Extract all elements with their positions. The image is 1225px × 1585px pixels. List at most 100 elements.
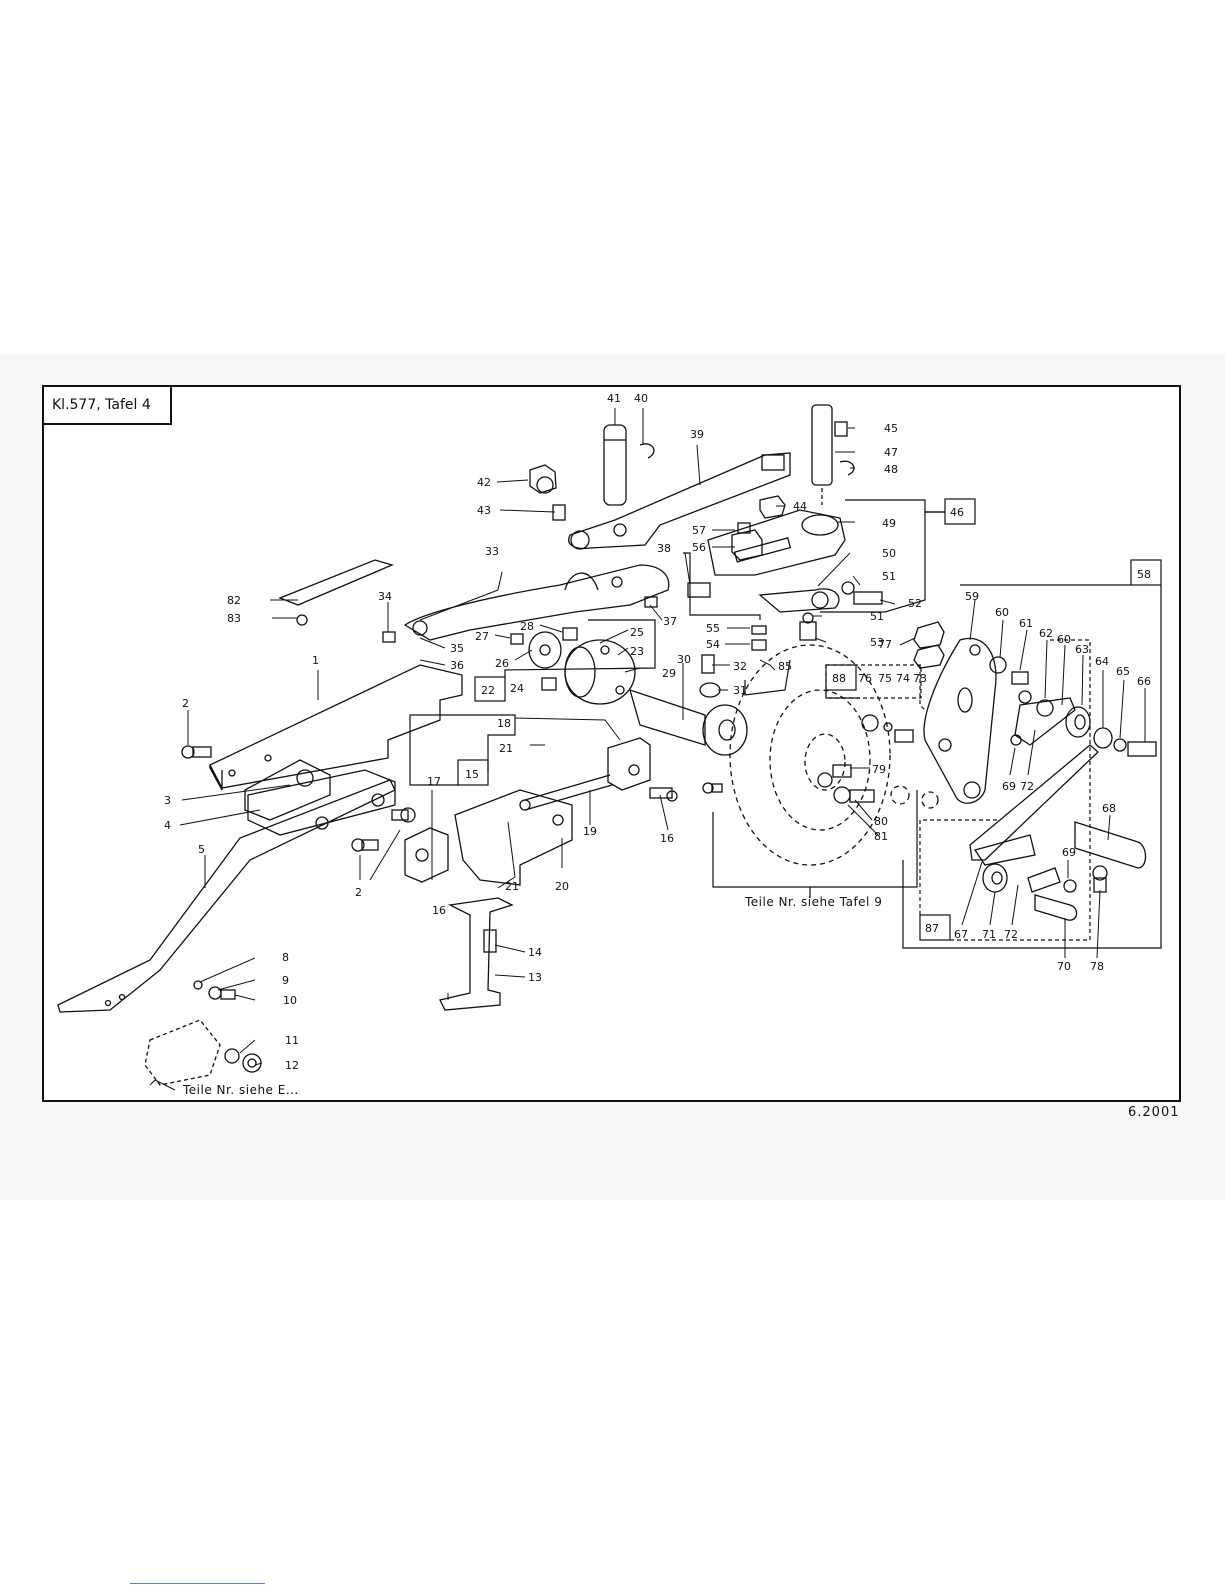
part-roller-63 — [1065, 706, 1091, 738]
label-18: 18 — [497, 717, 511, 730]
part-numbers: 1 2 2 3 4 5 8 9 10 11 12 13 14 15 16 16 … — [164, 392, 1151, 1097]
label-45: 45 — [884, 422, 898, 435]
label-1: 1 — [312, 654, 319, 667]
label-42: 42 — [477, 476, 491, 489]
label-16-left: 16 — [432, 904, 446, 917]
part-screw-45 — [834, 421, 848, 437]
label-56: 56 — [692, 541, 706, 554]
label-72-top: 72 — [1020, 780, 1034, 793]
part-block-44 — [759, 495, 786, 519]
label-57: 57 — [692, 524, 706, 537]
label-33: 33 — [485, 545, 499, 558]
label-26: 26 — [495, 657, 509, 670]
part-screws-11-12 — [224, 1048, 262, 1073]
label-58: 58 — [1137, 568, 1151, 581]
label-79: 79 — [872, 763, 886, 776]
label-78: 78 — [1090, 960, 1104, 973]
label-27: 27 — [475, 630, 489, 643]
note-tafel9: Teile Nr. siehe Tafel 9 — [744, 895, 882, 909]
label-75: 75 — [878, 672, 892, 685]
part-bracket-13 — [439, 897, 514, 1011]
label-25: 25 — [630, 626, 644, 639]
part-collar-26 — [528, 631, 562, 669]
part-spring-43 — [552, 504, 566, 521]
label-60-left: 60 — [995, 606, 1009, 619]
part-plate-59 — [923, 637, 997, 804]
part-screw-69 — [1010, 734, 1077, 893]
label-31: 31 — [733, 684, 747, 697]
label-38: 38 — [657, 542, 671, 555]
part-block-3 — [244, 759, 331, 821]
label-54: 54 — [706, 638, 720, 651]
label-67: 67 — [954, 928, 968, 941]
label-30: 30 — [677, 653, 691, 666]
label-2-bottom: 2 — [355, 886, 362, 899]
label-39: 39 — [690, 428, 704, 441]
label-81: 81 — [874, 830, 888, 843]
label-20: 20 — [555, 880, 569, 893]
label-15: 15 — [465, 768, 479, 781]
label-68: 68 — [1102, 802, 1116, 815]
part-block-77 — [913, 621, 945, 669]
label-4: 4 — [164, 819, 171, 832]
label-69-bottom: 69 — [1062, 846, 1076, 859]
part-nut-42 — [529, 464, 557, 494]
label-12: 12 — [285, 1059, 299, 1072]
part-screw-52 — [841, 581, 883, 605]
label-61: 61 — [1019, 617, 1033, 630]
part-arm-50 — [758, 588, 840, 613]
label-52: 52 — [908, 597, 922, 610]
label-50: 50 — [882, 547, 896, 560]
part-foot-dashed — [144, 1019, 221, 1086]
label-17: 17 — [427, 775, 441, 788]
part-clip-48 — [839, 460, 855, 476]
label-24: 24 — [510, 682, 524, 695]
part-bar-67 — [969, 697, 1099, 861]
part-arm-33 — [403, 564, 670, 641]
label-60-right: 60 — [1057, 633, 1071, 646]
label-59: 59 — [965, 590, 979, 603]
label-46: 46 — [950, 506, 964, 519]
label-65: 65 — [1116, 665, 1130, 678]
label-69-top: 69 — [1002, 780, 1016, 793]
label-29: 29 — [662, 667, 676, 680]
sheet-date: 6.2001 — [1128, 1105, 1180, 1120]
label-80: 80 — [874, 815, 888, 828]
part-washers-73-76 — [861, 714, 914, 743]
part-screw-16-right — [649, 787, 678, 802]
label-62: 62 — [1039, 627, 1053, 640]
part-screw-38 — [687, 582, 711, 598]
page-underline — [130, 1583, 265, 1584]
label-19: 19 — [583, 825, 597, 838]
label-36: 36 — [450, 659, 464, 672]
part-screws-small-center — [510, 596, 658, 691]
label-35: 35 — [450, 642, 464, 655]
label-70: 70 — [1057, 960, 1071, 973]
label-41: 41 — [607, 392, 621, 405]
part-pin-68 — [1074, 821, 1147, 869]
part-shaft-19 — [519, 774, 613, 811]
label-21-bottom: 21 — [505, 880, 519, 893]
label-49: 49 — [882, 517, 896, 530]
part-pin-47 — [811, 404, 833, 505]
part-plate-82 — [278, 559, 394, 626]
leader-lines — [149, 408, 1146, 1091]
part-screw-14 — [483, 929, 497, 953]
part-block-20 — [454, 789, 573, 886]
part-washers-60-62 — [989, 656, 1054, 717]
label-brackets — [409, 498, 1162, 949]
part-screw-78 — [1092, 865, 1108, 893]
label-13: 13 — [528, 971, 542, 984]
part-wheel-dashed — [729, 644, 939, 866]
part-hub-25 — [564, 639, 636, 705]
part-stack-54-55 — [751, 625, 767, 651]
label-83: 83 — [227, 612, 241, 625]
part-pin-70 — [1034, 894, 1078, 921]
label-22: 22 — [481, 684, 495, 697]
part-washers-8-9-10 — [193, 980, 236, 1000]
part-screw-2-right — [351, 807, 416, 852]
part-screws-79-80-81 — [817, 764, 875, 804]
part-arm-39 — [568, 452, 791, 550]
label-5: 5 — [198, 843, 205, 856]
